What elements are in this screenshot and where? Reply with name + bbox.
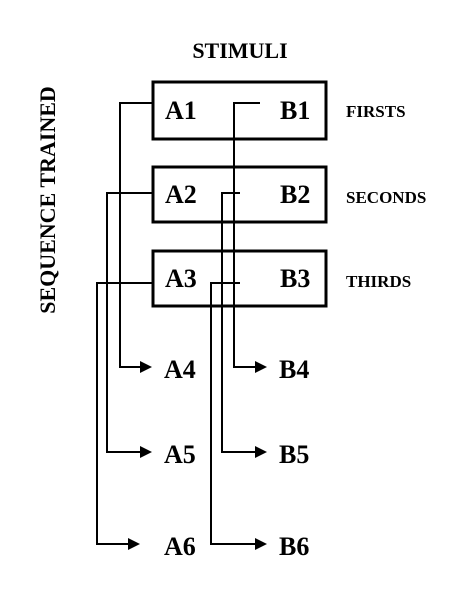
arrow-head-a6 (128, 538, 140, 550)
arrow-head-b4 (255, 361, 267, 373)
stimulus-b4: B4 (279, 355, 309, 384)
arrow-head-a4 (140, 361, 152, 373)
connector-b1-b4 (233, 102, 260, 368)
stimulus-a2: A2 (165, 180, 197, 209)
connector-b2-b5 (221, 192, 255, 453)
thirds-box (151, 249, 328, 308)
connector-a3-a6 (96, 282, 153, 545)
stimulus-a4: A4 (164, 355, 196, 384)
stimulus-b3: B3 (280, 264, 310, 293)
connector-a1-a4 (119, 102, 153, 368)
firsts-box (151, 80, 328, 141)
stimulus-b6: B6 (279, 532, 309, 561)
stimulus-b1: B1 (280, 96, 310, 125)
stimulus-a1: A1 (165, 96, 197, 125)
stimulus-a3: A3 (165, 264, 197, 293)
arrow-head-b5 (255, 446, 267, 458)
stimulus-b5: B5 (279, 440, 309, 469)
stimulus-b2: B2 (280, 180, 310, 209)
stimulus-a6: A6 (164, 532, 196, 561)
seconds-box (151, 165, 328, 224)
row-label-seconds: SECONDS (346, 188, 426, 207)
diagram-title: STIMULI (192, 38, 287, 63)
connector-a2-a5 (106, 192, 153, 453)
arrow-head-a5 (140, 446, 152, 458)
arrow-head-b6 (255, 538, 267, 550)
row-label-thirds: THIRDS (346, 272, 411, 291)
connector-b3-b6 (210, 282, 255, 545)
row-label-firsts: FIRSTS (346, 102, 406, 121)
stimulus-a5: A5 (164, 440, 196, 469)
sequence-trained-label: SEQUENCE TRAINED (35, 86, 60, 314)
